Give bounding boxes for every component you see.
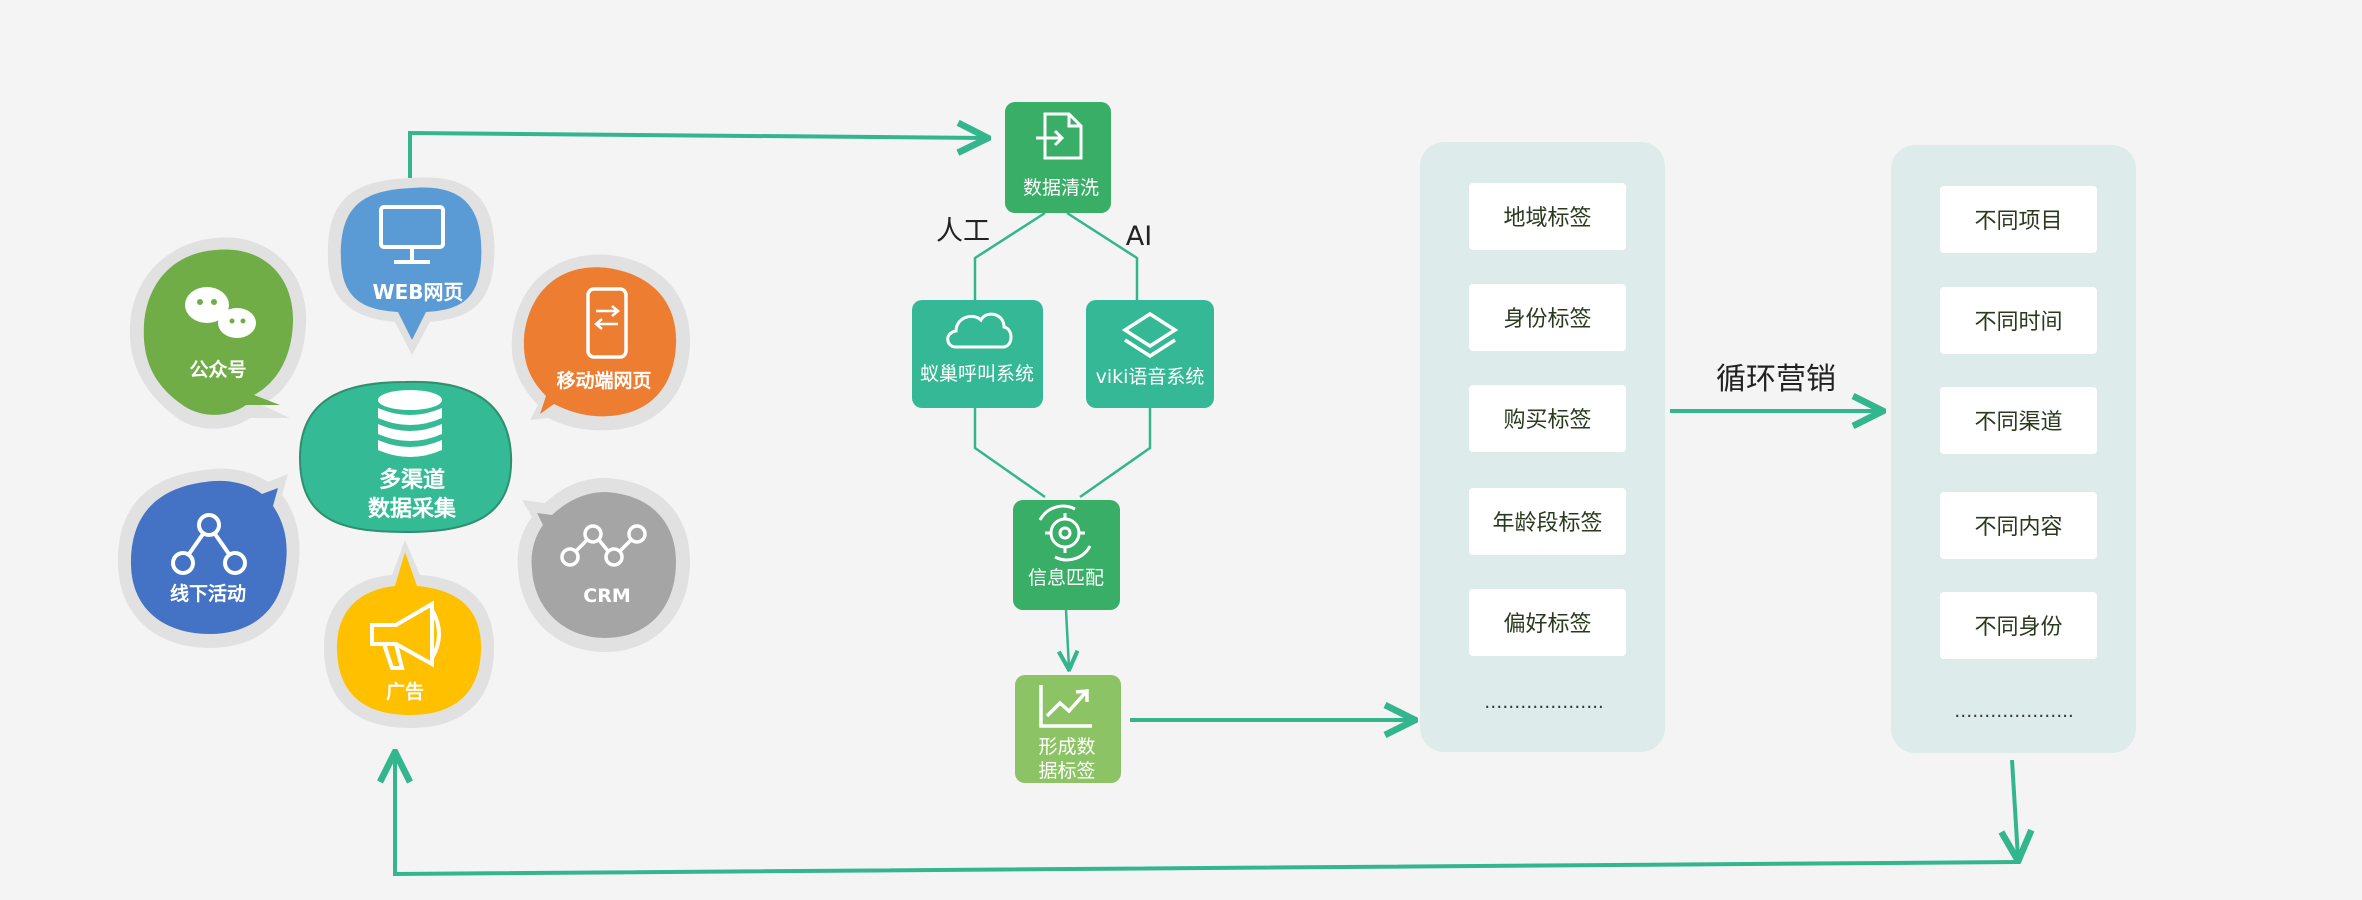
clean-box: 数据清洗	[1005, 102, 1111, 213]
center-label-line2: 数据采集	[368, 496, 457, 522]
gear-icon	[1038, 504, 1092, 562]
tag-card: 不同身份	[1940, 592, 2097, 659]
layers-icon	[1121, 311, 1179, 359]
crm-bubble: CRM	[517, 478, 690, 652]
cloud-icon	[946, 312, 1013, 349]
tag-card: 不同内容	[1940, 492, 2097, 559]
flow-arrows	[395, 133, 2019, 877]
arrow-collect-to-clean	[408, 133, 985, 178]
ai-label: AI	[1126, 221, 1152, 252]
tags-more: ………………..	[1484, 692, 1603, 713]
offline-bubble: 线下活动	[117, 468, 300, 648]
tag-card-bg	[1469, 284, 1626, 351]
tag-result-label-line1: 形成数	[1038, 736, 1095, 758]
mobile-bubble: 移动端网页	[511, 254, 691, 431]
tag-card-label: 不同内容	[1974, 515, 2062, 540]
process-connectors	[973, 211, 1152, 668]
tag-card: 不同渠道	[1940, 387, 2097, 454]
tag-card-label: 不同项目	[1974, 209, 2062, 234]
tag-card-bg	[1940, 492, 2097, 559]
line-graph-icon	[560, 524, 647, 567]
trend-chart-icon	[1039, 685, 1092, 728]
wechat-icon	[185, 287, 256, 338]
tag-card-label: 不同渠道	[1974, 410, 2062, 435]
mobile-bubble-shape	[523, 267, 677, 417]
system2-box: viki语音系统	[1086, 300, 1214, 408]
tag-result-label-line2: 据标签	[1038, 760, 1095, 782]
tag-card-label: 身份标签	[1503, 307, 1591, 332]
crm-bubble-shape	[531, 492, 676, 638]
tag-card-bg	[1469, 385, 1626, 452]
tag-card: 身份标签	[1469, 284, 1626, 351]
web-label: WEB网页	[373, 280, 464, 304]
database-icon	[378, 390, 442, 457]
center-label-line1: 多渠道	[379, 467, 445, 493]
network-nodes-icon	[171, 513, 247, 575]
marketing-more: ………………..	[1954, 701, 2073, 722]
tag-card-bg	[1940, 186, 2097, 253]
system1-label: 蚁巢呼叫系统	[920, 363, 1034, 385]
clean-label: 数据清洗	[1023, 177, 1099, 199]
monitor-icon	[379, 205, 445, 264]
tag-card-label: 地域标签	[1503, 206, 1591, 231]
tag-card: 购买标签	[1469, 385, 1626, 452]
tag-card-label: 偏好标签	[1503, 612, 1591, 637]
tag-card-bg	[1469, 183, 1626, 250]
arrow-loop-back	[395, 755, 2019, 877]
offline-label: 线下活动	[170, 582, 246, 605]
match-box: 信息匹配	[1013, 500, 1120, 610]
loop-label: 循环营销	[1716, 362, 1836, 397]
tag-card-label: 购买标签	[1503, 408, 1591, 433]
system2-label: viki语音系统	[1096, 366, 1205, 388]
center-bubble-shape	[298, 380, 513, 534]
tag-card-bg	[1469, 488, 1626, 555]
tag-card-bg	[1940, 387, 2097, 454]
mobile-label: 移动端网页	[556, 369, 651, 392]
wechat-label: 公众号	[189, 358, 246, 381]
ad-bubble: 广告	[323, 540, 495, 728]
tag-card: 不同时间	[1940, 287, 2097, 354]
smartphone-icon	[586, 287, 628, 359]
ad-label: 广告	[386, 680, 424, 703]
tag-card: 年龄段标签	[1469, 488, 1626, 555]
tag-card-bg	[1940, 287, 2097, 354]
tag-card-bg	[1940, 592, 2097, 659]
tag-card: 偏好标签	[1469, 589, 1626, 656]
offline-bubble-shape	[130, 480, 287, 634]
manual-label: 人工	[936, 216, 990, 247]
tag-card-label: 不同身份	[1974, 615, 2062, 640]
web-bubble: WEB网页	[327, 177, 495, 355]
tag-card: 不同项目	[1940, 186, 2097, 253]
tag-card-label: 不同时间	[1974, 310, 2062, 335]
wechat-bubble: 公众号	[129, 237, 307, 429]
tag-result-box: 形成数 据标签	[1015, 675, 1121, 783]
ad-bubble-shape	[336, 552, 482, 715]
file-import-icon	[1036, 112, 1083, 160]
match-label: 信息匹配	[1028, 567, 1104, 589]
system1-box: 蚁巢呼叫系统	[912, 300, 1043, 408]
center-bubble: 多渠道 数据采集	[298, 380, 513, 534]
arrow-marketing-down	[2012, 759, 2018, 858]
crm-label: CRM	[583, 585, 630, 607]
megaphone-icon	[370, 600, 441, 670]
wechat-bubble-shape	[143, 249, 294, 415]
tag-card-label: 年龄段标签	[1492, 511, 1602, 536]
tag-card: 地域标签	[1469, 183, 1626, 250]
tag-card-bg	[1469, 589, 1626, 656]
